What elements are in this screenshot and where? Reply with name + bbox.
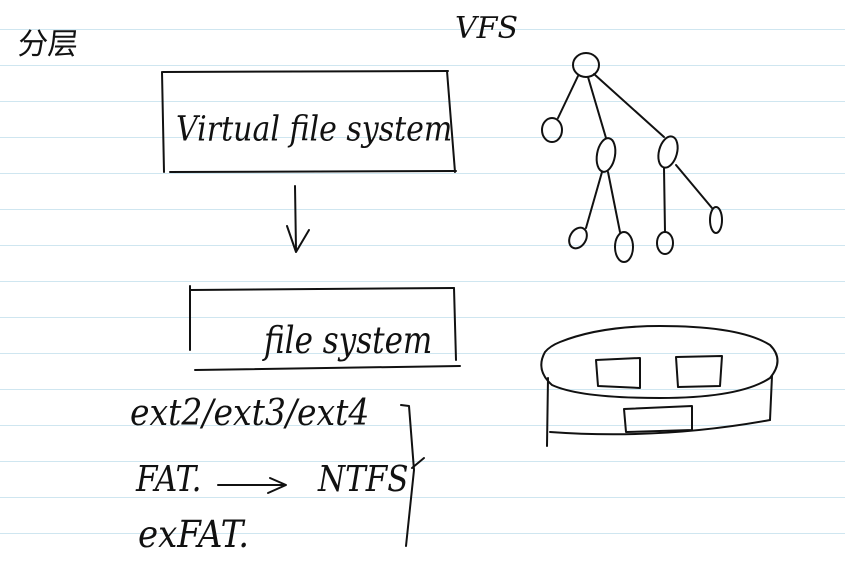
ntfs-label: NTFS xyxy=(318,458,409,500)
fat-label: FAT. xyxy=(136,458,202,500)
tree-root-node xyxy=(572,52,600,78)
ext-family-label: ext2/ext3/ext4 xyxy=(130,390,370,434)
vfs-heading: VFS xyxy=(455,11,519,46)
tree-node xyxy=(614,231,634,263)
fs-box xyxy=(189,285,461,371)
virtual-fs-label: Virtual file system xyxy=(176,109,453,150)
exfat-label: exFAT. xyxy=(138,512,250,557)
layer-heading: 分层 xyxy=(16,27,80,62)
tree-node xyxy=(541,117,563,143)
down-arrow-icon xyxy=(286,185,310,253)
tree-diagram-icon xyxy=(541,52,723,263)
right-brace-icon xyxy=(400,404,425,547)
right-arrow-icon xyxy=(217,477,287,494)
tree-node xyxy=(657,135,679,169)
disk-icon xyxy=(540,325,779,447)
tree-node xyxy=(709,206,723,234)
fs-label: file system xyxy=(264,319,433,363)
virtual-fs-box xyxy=(161,70,457,173)
tree-node xyxy=(595,137,617,173)
tree-node xyxy=(568,226,588,250)
tree-node xyxy=(656,231,674,255)
